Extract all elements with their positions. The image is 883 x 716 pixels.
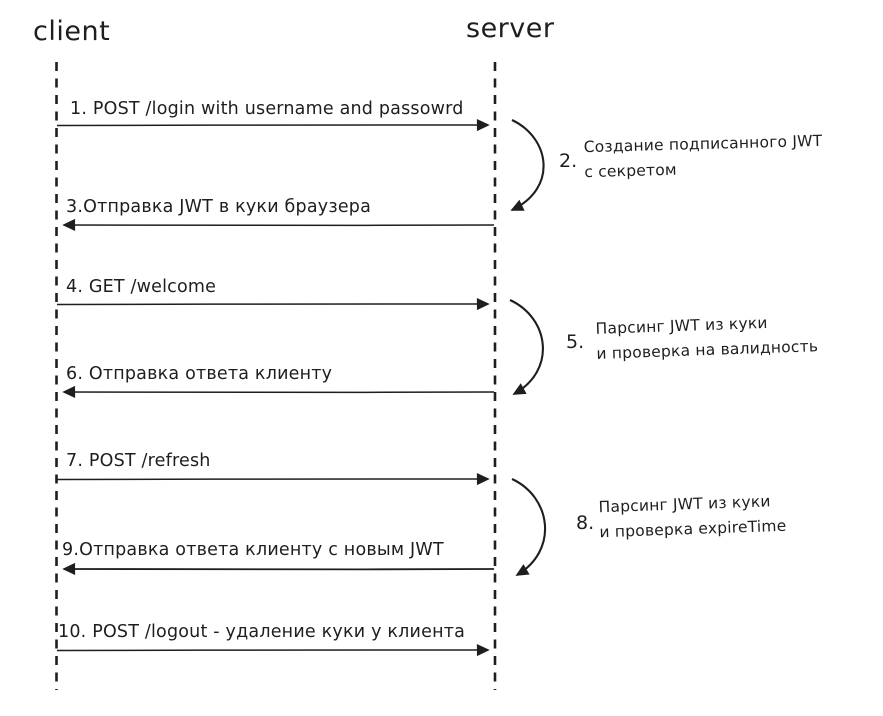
self-loop-8 [511,478,547,576]
message-arrow-7 [56,473,490,486]
self-action-note-8: Парсинг JWT из куки и проверка expireTim… [598,489,787,545]
self-action-note-2: Создание подписанного JWT с секретом [583,129,823,185]
self-loop-2 [510,119,545,211]
message-label-3: 3.Отправка JWT в куки браузера [66,197,372,217]
message-label-7: 7. POST /refresh [66,451,211,471]
self-action-num-5: 5. [566,331,585,353]
message-arrow-4 [56,298,490,311]
message-arrow-10 [56,644,490,657]
message-label-6: 6. Отправка ответа клиенту [66,364,333,384]
message-label-4: 4. GET /welcome [66,277,217,297]
actor-label-server: server [466,13,555,44]
message-arrow-1 [56,119,490,132]
self-action-num-8: 8. [576,512,595,534]
message-label-9: 9.Отправка ответа клиенту с новым JWT [62,540,444,560]
self-loop-5 [509,299,544,395]
message-label-10: 10. POST /logout - удаление куки у клиен… [58,622,466,642]
self-action-num-2: 2. [559,150,578,172]
actor-label-client: client [33,16,111,47]
self-action-note-5: Парсинг JWT из куки и проверка на валидн… [595,309,818,367]
message-label-1: 1. POST /login with username and passowr… [70,99,464,119]
